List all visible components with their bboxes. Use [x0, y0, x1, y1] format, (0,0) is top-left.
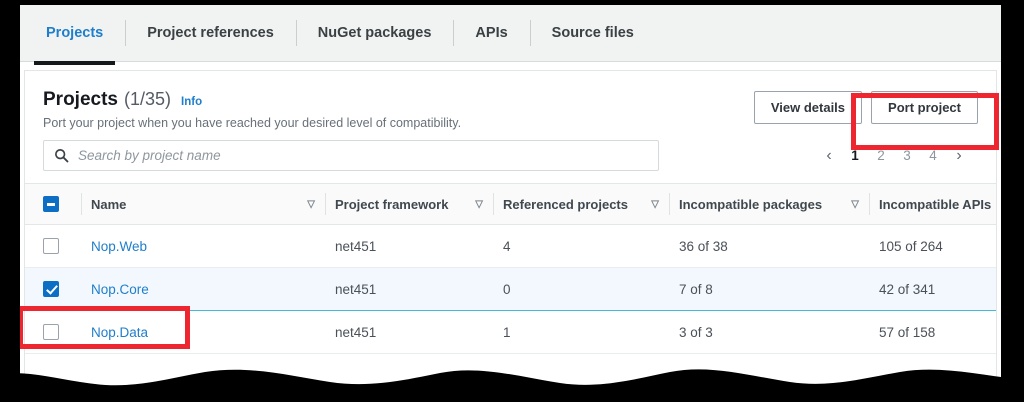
row-incompatible-apis-cell: 105 of 264 — [869, 224, 996, 268]
column-header-incompatible-apis-label: Incompatible APIs — [879, 196, 992, 212]
pagination-page-4[interactable]: 4 — [929, 148, 937, 163]
frame-right-edge — [1001, 0, 1024, 402]
search-box[interactable] — [43, 140, 659, 171]
pagination-prev[interactable]: ‹ — [826, 146, 832, 164]
tab-nuget-packages-label: NuGet packages — [317, 25, 432, 41]
row-incompatible-packages-cell: 7 of 8 — [669, 267, 869, 311]
panel-subtitle: Port your project when you have reached … — [43, 116, 462, 130]
tab-apis-label: APIs — [475, 25, 508, 41]
selection-count: (1/35) — [123, 89, 172, 109]
table-row[interactable]: Nop.Core net451 0 7 of 8 42 of 341 — [25, 267, 996, 311]
column-header-referenced-projects-label: Referenced projects — [503, 196, 628, 212]
table-row[interactable]: Nop.Web net451 4 36 of 38 105 of 264 — [25, 224, 996, 268]
sort-caret-icon[interactable]: ▽ — [651, 198, 659, 210]
row-name-cell: Nop.Web — [81, 224, 325, 268]
tab-bar: Projects Project references NuGet packag… — [20, 5, 1001, 65]
row-name-cell: Nop.Data — [81, 310, 325, 354]
select-all-header — [25, 183, 81, 225]
row-checkbox[interactable] — [43, 281, 59, 298]
column-header-name-label: Name — [91, 196, 127, 212]
row-referenced-projects-cell: 0 — [493, 267, 669, 311]
table-body: Nop.Web net451 4 36 of 38 105 of 264 Nop… — [25, 224, 996, 354]
row-referenced-projects-cell: 4 — [493, 224, 669, 268]
sort-caret-icon[interactable]: ▽ — [307, 198, 315, 210]
project-link[interactable]: Nop.Web — [91, 238, 148, 254]
filter-row: ‹ 1 2 3 4 › — [25, 136, 996, 183]
tab-projects[interactable]: Projects — [24, 16, 125, 65]
row-incompatible-apis-cell: 42 of 341 — [869, 267, 996, 311]
row-checkbox-cell — [25, 224, 81, 268]
column-header-incompatible-apis[interactable]: Incompatible APIs — [869, 183, 996, 225]
pagination: ‹ 1 2 3 4 › — [818, 144, 970, 168]
row-incompatible-apis-cell: 57 of 158 — [869, 310, 996, 354]
table-header-row: Name ▽ Project framework ▽ — [25, 183, 996, 225]
row-name-cell: Nop.Core — [81, 267, 325, 311]
column-header-referenced-projects[interactable]: Referenced projects ▽ — [493, 183, 669, 225]
tab-project-references[interactable]: Project references — [125, 16, 296, 50]
row-incompatible-packages-cell: 3 of 3 — [669, 310, 869, 354]
tab-apis[interactable]: APIs — [453, 16, 529, 50]
search-input[interactable] — [78, 148, 658, 163]
pagination-page-3[interactable]: 3 — [903, 148, 911, 163]
projects-table: Name ▽ Project framework ▽ — [25, 183, 996, 354]
select-all-checkbox[interactable] — [43, 196, 59, 213]
tab-list: Projects Project references NuGet packag… — [20, 5, 1001, 65]
torn-bottom-edge — [0, 369, 1024, 402]
row-checkbox-cell — [25, 310, 81, 354]
column-header-incompatible-packages-label: Incompatible packages — [679, 196, 823, 212]
row-checkbox-cell — [25, 267, 81, 311]
column-header-project-framework[interactable]: Project framework ▽ — [325, 183, 493, 225]
info-link[interactable]: Info — [181, 96, 203, 108]
pagination-page-2[interactable]: 2 — [877, 148, 885, 163]
row-incompatible-packages-cell: 36 of 38 — [669, 224, 869, 268]
pagination-next[interactable]: › — [956, 146, 962, 164]
panel-actions: View details Port project — [753, 89, 978, 124]
project-link[interactable]: Nop.Data — [91, 324, 149, 340]
page-title: Projects — [43, 89, 118, 110]
tab-project-references-label: Project references — [147, 25, 274, 41]
tab-source-files[interactable]: Source files — [529, 16, 656, 50]
view-details-button[interactable]: View details — [753, 91, 863, 124]
row-checkbox[interactable] — [43, 324, 59, 341]
row-framework-cell: net451 — [325, 267, 493, 311]
frame-top-edge — [0, 0, 1024, 5]
tab-nuget-packages[interactable]: NuGet packages — [295, 16, 454, 50]
row-referenced-projects-cell: 1 — [493, 310, 669, 354]
tab-projects-label: Projects — [46, 25, 104, 41]
row-checkbox[interactable] — [43, 238, 59, 255]
table-row[interactable]: Nop.Data net451 1 3 of 3 57 of 158 — [25, 310, 996, 354]
row-framework-cell: net451 — [325, 224, 493, 268]
frame-left-edge — [0, 0, 20, 402]
search-icon — [55, 149, 69, 163]
sort-caret-icon[interactable]: ▽ — [475, 198, 483, 210]
column-header-name[interactable]: Name ▽ — [81, 183, 325, 225]
column-header-incompatible-packages[interactable]: Incompatible packages ▽ — [669, 183, 869, 225]
panel-header: Projects (1/35) Info Port your project w… — [25, 71, 996, 136]
pagination-page-1[interactable]: 1 — [851, 148, 859, 163]
tab-source-files-label: Source files — [551, 25, 634, 41]
sort-caret-icon[interactable]: ▽ — [851, 198, 859, 210]
port-project-button[interactable]: Port project — [871, 91, 978, 124]
application-window: Projects Project references NuGet packag… — [20, 5, 1001, 390]
column-header-project-framework-label: Project framework — [335, 196, 449, 212]
projects-panel: Projects (1/35) Info Port your project w… — [24, 70, 997, 390]
project-link[interactable]: Nop.Core — [91, 281, 149, 297]
panel-header-text: Projects (1/35) Info Port your project w… — [43, 89, 461, 130]
row-framework-cell: net451 — [325, 310, 493, 354]
title-row: Projects (1/35) Info — [43, 89, 461, 111]
table-header: Name ▽ Project framework ▽ — [25, 183, 996, 225]
